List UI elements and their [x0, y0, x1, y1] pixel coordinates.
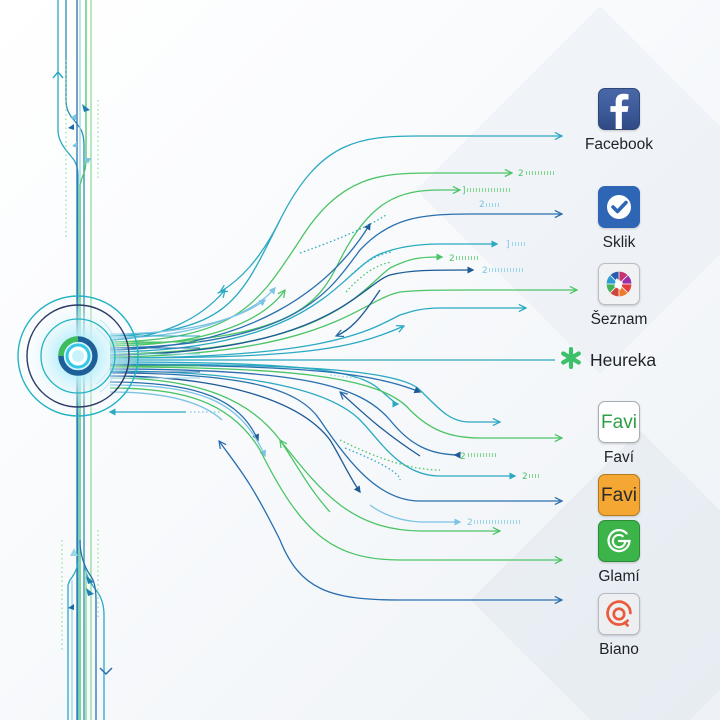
destination-facebook[interactable]: Facebook	[574, 88, 664, 154]
svg-text:]: ]	[462, 186, 466, 196]
favi-orange-icon: Favi	[598, 474, 640, 516]
destination-label: Sklik	[602, 234, 636, 251]
flows-upper	[109, 136, 577, 359]
destination-label: Heureka	[590, 349, 657, 370]
svg-text:2: 2	[449, 254, 455, 264]
facebook-icon	[598, 88, 640, 130]
flow-to-favi	[109, 366, 562, 438]
destination-label: Glamí	[598, 568, 640, 585]
vertical-dotted-lines	[61, 60, 99, 650]
vertical-arrows	[52, 70, 113, 676]
svg-text:2: 2	[479, 200, 485, 210]
flow-to-facebook	[109, 136, 562, 337]
svg-text:2: 2	[518, 169, 524, 179]
favi-icon: Favi	[598, 401, 640, 443]
svg-text:2: 2	[467, 518, 473, 528]
svg-text:2: 2	[460, 452, 466, 462]
destination-favi-orange[interactable]: Favi	[574, 474, 664, 516]
glami-icon	[598, 520, 640, 562]
destination-label: Faví	[603, 449, 635, 466]
central-hub	[17, 295, 139, 417]
flows-upper-back	[220, 219, 381, 336]
flows-lower	[108, 361, 562, 600]
svg-text:]: ]	[506, 240, 510, 250]
flow-tags: 2 ] 2 ] 2 2 2 2 2	[449, 169, 556, 528]
sklik-check-icon	[598, 186, 640, 228]
destination-seznam[interactable]: Šeznam	[574, 263, 664, 329]
destination-label: Facebook	[584, 136, 654, 153]
vertical-filled-arrows	[68, 104, 94, 610]
destination-sklik[interactable]: Sklik	[574, 186, 664, 252]
flow-to-biano	[219, 441, 562, 600]
destination-biano[interactable]: Biano	[574, 593, 664, 659]
seznam-mosaic-icon	[598, 263, 640, 305]
destination-heureka[interactable]: Heureka	[560, 346, 657, 373]
flow-to-glami	[109, 387, 562, 560]
flow-to-favi-orange	[109, 372, 562, 501]
flow-to-seznam	[109, 290, 577, 358]
destination-label: Šeznam	[590, 311, 648, 328]
destination-favi[interactable]: Favi Faví	[574, 401, 664, 467]
destination-glami[interactable]: Glamí	[574, 520, 664, 586]
svg-text:2: 2	[522, 472, 528, 482]
destination-label: Biano	[599, 641, 639, 658]
heureka-asterisk-icon	[560, 346, 582, 373]
biano-icon	[598, 593, 640, 635]
flow-to-sklik	[109, 214, 562, 349]
svg-text:2: 2	[482, 266, 488, 276]
